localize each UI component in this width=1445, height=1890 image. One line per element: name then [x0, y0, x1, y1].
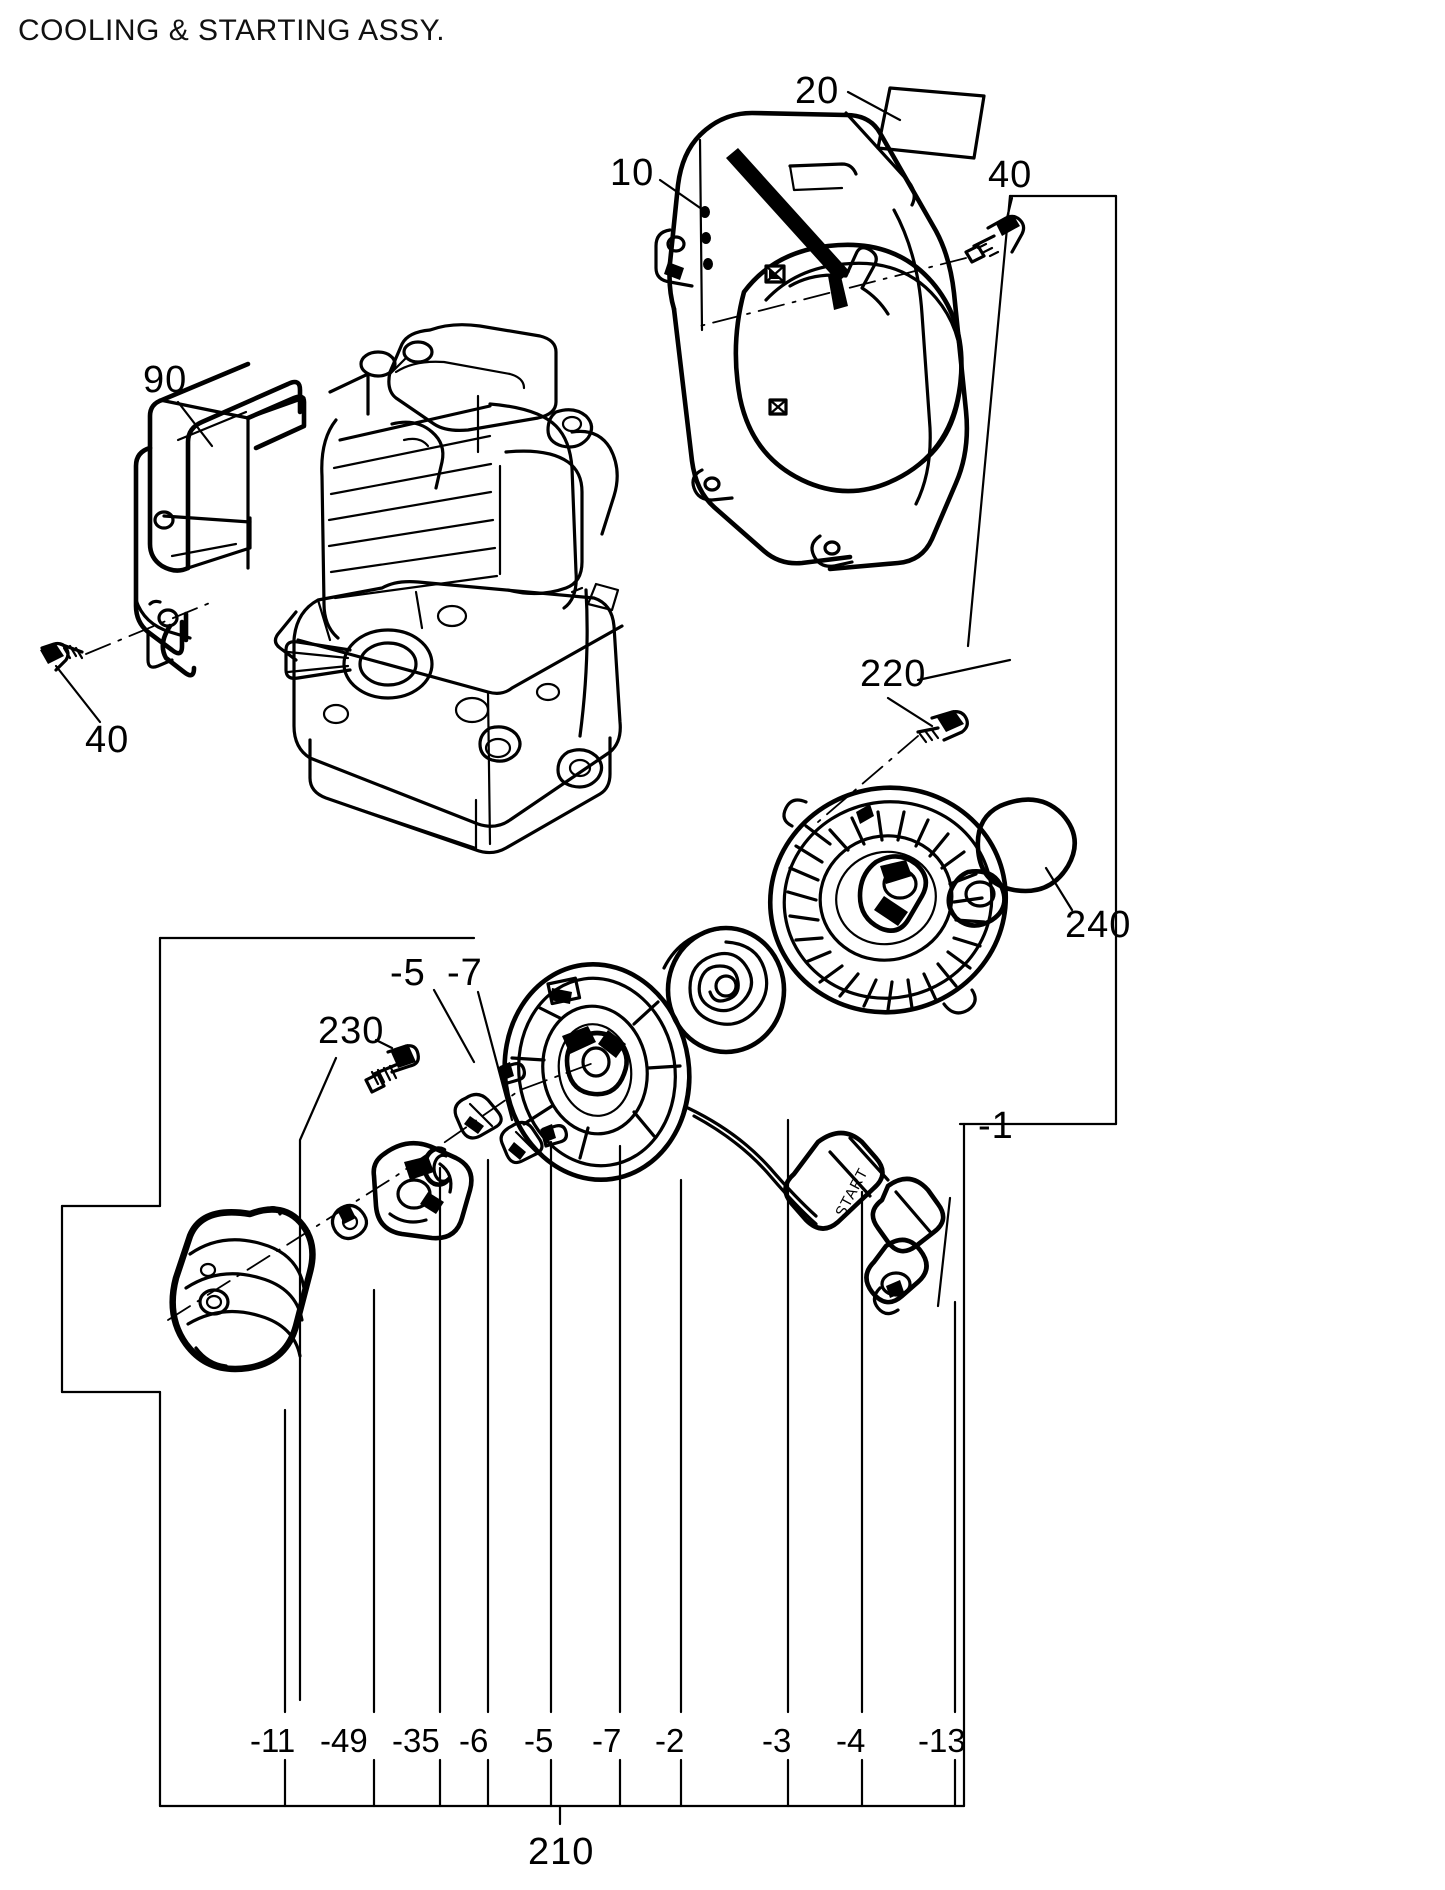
- bottom-callout-5-label: -5: [524, 1722, 553, 1759]
- bottom-callout-4-label: -4: [836, 1722, 865, 1759]
- recoil-starter-bolt-part-220: [916, 710, 969, 744]
- bottom-callout-6-label: -6: [459, 1722, 488, 1759]
- callout-210-label: 210: [528, 1831, 594, 1873]
- starter-grommet-part-240: [975, 797, 1077, 894]
- flange-bolt-right-part-40: [964, 214, 1026, 264]
- callout-230-label: 230: [318, 1010, 384, 1052]
- bottom-callout-7-label: -7: [592, 1722, 621, 1759]
- pawl-screw-2: [540, 1124, 568, 1148]
- callout-40-left-label: 40: [85, 719, 129, 761]
- callout-220-label: 220: [860, 653, 926, 695]
- sub-callout-5-top-label: -5: [390, 952, 426, 994]
- pawl-clip-small-1: [453, 1092, 503, 1140]
- ratchet-screw-part-230: [364, 1044, 420, 1094]
- bottom-callout-3-label: -3: [762, 1722, 791, 1759]
- bottom-callout-ticks: [283, 1118, 957, 1808]
- recoil-pulley-sheave: [502, 961, 692, 1183]
- engine-block-illustration: [273, 323, 624, 855]
- pawl-screw-1: [498, 1062, 526, 1086]
- starter-assembly-frame: [60, 936, 966, 1808]
- callout-40-right-label: 40: [988, 154, 1032, 196]
- starter-handle: START: [783, 1130, 946, 1316]
- callout-20-label: 20: [795, 70, 839, 112]
- bottom-callout-35-label: -35: [392, 1722, 440, 1759]
- recoil-starter-cover: [767, 785, 1009, 1015]
- page-title: COOLING & STARTING ASSY.: [18, 14, 446, 47]
- blower-housing-part-10: [654, 110, 970, 572]
- flange-bolt-left-part-40: [40, 641, 84, 672]
- callout-240-label: 240: [1065, 904, 1131, 946]
- starter-cup-housing: [169, 1206, 316, 1373]
- cylinder-baffle-cover-part-90: [133, 361, 307, 678]
- callout-90-label: 90: [143, 359, 187, 401]
- bottom-callout-13-label: -13: [918, 1722, 966, 1759]
- recoil-spring: [662, 925, 787, 1055]
- bottom-callout-11-label: -11: [250, 1722, 295, 1759]
- sub-callout-7-top-label: -7: [447, 952, 483, 994]
- callout-1-label: -1: [978, 1105, 1014, 1147]
- bottom-callout-2-label: -2: [655, 1722, 684, 1759]
- callout-10-label: 10: [610, 152, 654, 194]
- label-plate-part-20: [876, 86, 986, 160]
- pawl-clip-small-2: [499, 1120, 544, 1165]
- pivot-nut: [330, 1203, 369, 1241]
- bottom-callout-49-label: -49: [320, 1722, 368, 1759]
